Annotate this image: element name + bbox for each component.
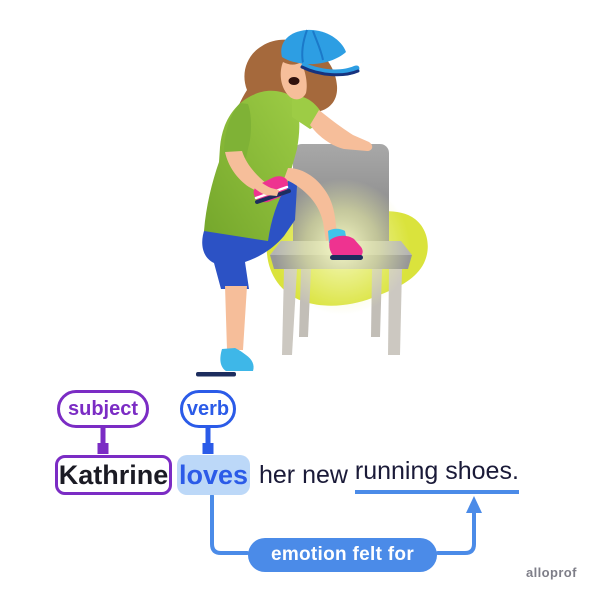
cap-brim-edge xyxy=(300,65,360,77)
cap-brim xyxy=(301,62,360,76)
shoe-shadow xyxy=(196,372,236,377)
connector-right xyxy=(436,511,476,555)
connector-left xyxy=(210,494,249,555)
held-shoe-sole xyxy=(255,189,291,204)
subject-label: subject xyxy=(67,397,139,420)
cap-seam xyxy=(301,29,308,64)
woman-figure xyxy=(196,29,373,377)
verb-stem-cap xyxy=(202,443,214,454)
annotation-pill: emotion felt for xyxy=(248,538,437,572)
verb-label: verb xyxy=(186,397,230,420)
baseball-cap-icon xyxy=(281,29,346,65)
verb-stem xyxy=(205,428,211,445)
arrowhead-icon xyxy=(466,496,482,513)
cap-seam xyxy=(312,30,324,61)
mouth xyxy=(288,77,300,85)
subject-stem xyxy=(100,428,106,445)
arm-on-chair xyxy=(310,110,373,151)
label-connectors xyxy=(97,428,214,454)
subject-word-text: Kathrine xyxy=(58,459,169,490)
sentence-plain-text: her new xyxy=(259,460,355,489)
verb-word-box: loves xyxy=(177,455,250,495)
sentence-underlined-text: running shoes. xyxy=(354,457,519,494)
sentence-continuation: her new running shoes. xyxy=(259,455,519,495)
hand-fingers xyxy=(245,170,279,196)
standing-calf xyxy=(225,286,247,350)
annotation-connector xyxy=(210,494,482,555)
annotation-text: emotion felt for xyxy=(270,544,415,565)
left-sleeve xyxy=(224,103,252,160)
subject-stem-cap xyxy=(97,443,109,454)
shoe-sole xyxy=(330,255,363,260)
running-shoe-on-chair xyxy=(329,235,363,258)
subject-word-box: Kathrine xyxy=(55,455,172,495)
alloprof-watermark: alloprof xyxy=(526,565,577,580)
verb-label-pill: verb xyxy=(180,390,236,428)
verb-word-text: loves xyxy=(178,459,249,490)
standing-shoe xyxy=(220,348,254,371)
subject-label-pill: subject xyxy=(57,390,149,428)
raised-leg xyxy=(284,168,338,241)
